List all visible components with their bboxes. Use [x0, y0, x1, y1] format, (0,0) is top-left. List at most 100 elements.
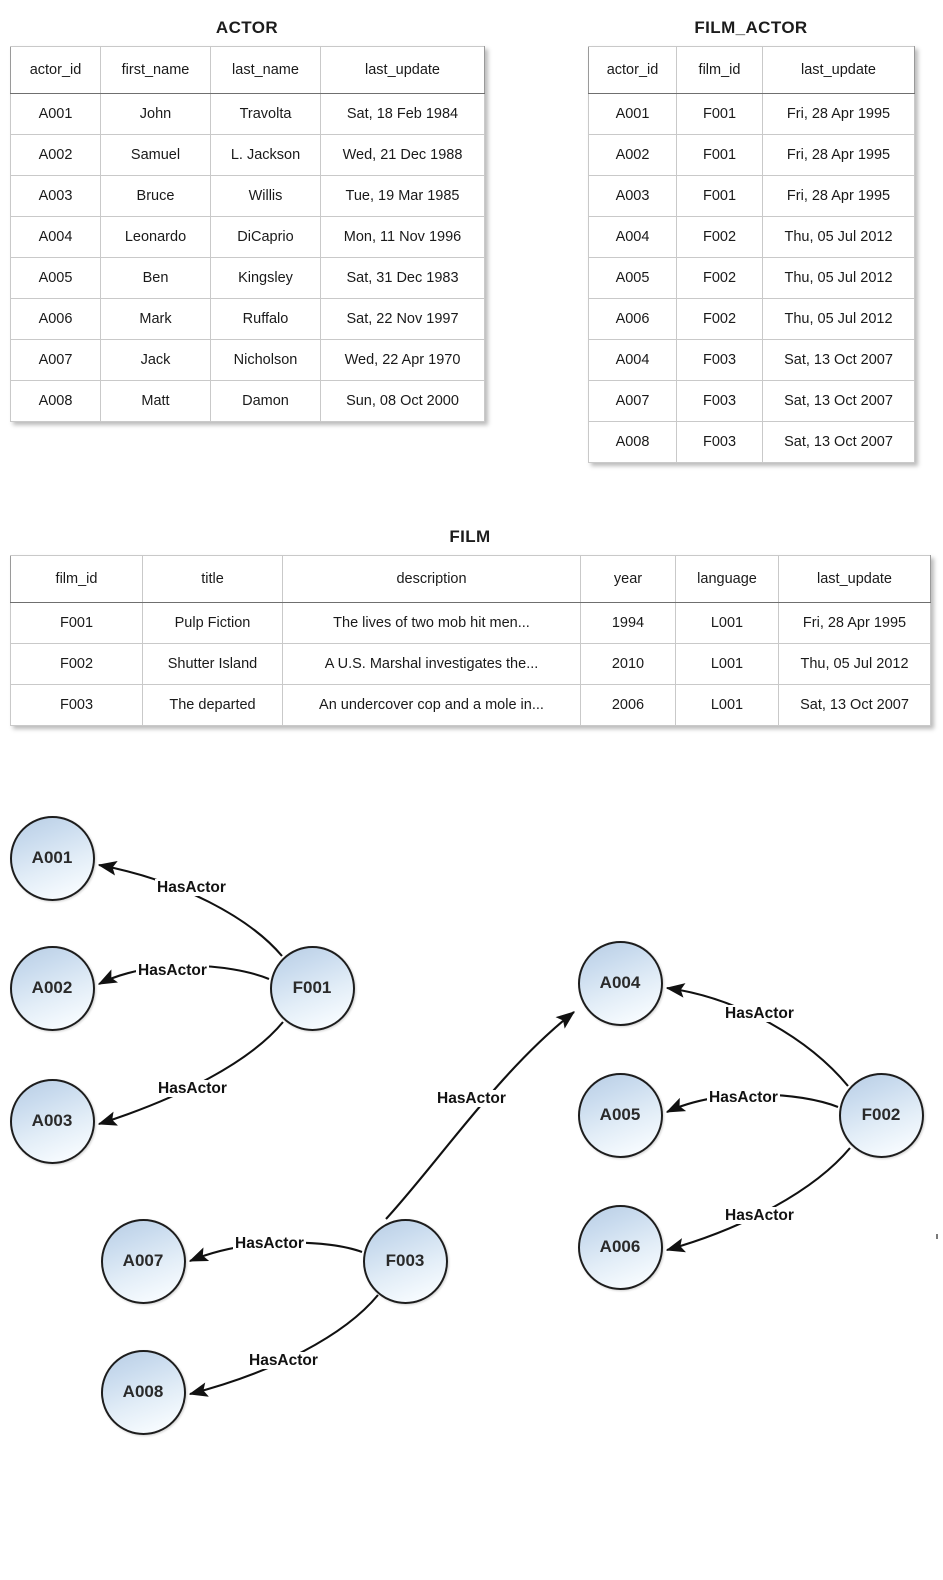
actor-table-title: ACTOR	[215, 18, 279, 37]
cell-actor-id: A002	[588, 134, 677, 176]
table-row: A003 F001 Fri, 28 Apr 1995	[588, 175, 915, 217]
graph-node-f003[interactable]: F003	[362, 1218, 448, 1304]
edge-label-f002-a004: HasActor	[723, 1005, 796, 1022]
column-header-actor-id: actor_id	[10, 46, 101, 94]
cell-last-update: Thu, 05 Jul 2012	[762, 216, 915, 258]
cell-actor-id: A002	[10, 134, 101, 176]
graph-node-f001[interactable]: F001	[269, 945, 355, 1031]
cell-last-name: Nicholson	[210, 339, 321, 381]
cell-description: A U.S. Marshal investigates the...	[282, 643, 581, 685]
edge-f003-a008	[188, 1294, 379, 1397]
cell-actor-id: A001	[588, 93, 677, 135]
table-row: A002 Samuel L. Jackson Wed, 21 Dec 1988	[10, 134, 485, 176]
cell-first-name: John	[100, 93, 211, 135]
column-header-actor-id: actor_id	[588, 46, 677, 94]
graph-node-a007[interactable]: A007	[100, 1218, 186, 1304]
graph-node-label: A003	[31, 1111, 73, 1130]
cell-actor-id: A008	[10, 380, 101, 422]
cell-last-update: Sat, 13 Oct 2007	[762, 380, 915, 422]
cell-last-update: Sat, 13 Oct 2007	[778, 684, 931, 726]
cell-actor-id: A008	[588, 421, 677, 463]
edge-f001-a003	[97, 1021, 284, 1126]
edge-label-text: HasActor	[725, 1207, 794, 1224]
graph-node-label: A004	[599, 973, 641, 992]
table-row: A004 F002 Thu, 05 Jul 2012	[588, 216, 915, 258]
cell-actor-id: A003	[588, 175, 677, 217]
table-row: A001 F001 Fri, 28 Apr 1995	[588, 93, 915, 135]
cell-last-update: Mon, 11 Nov 1996	[320, 216, 485, 258]
cell-actor-id: A007	[588, 380, 677, 422]
cell-year: 1994	[580, 602, 676, 644]
cell-first-name: Ben	[100, 257, 211, 299]
cell-last-update: Tue, 19 Mar 1985	[320, 175, 485, 217]
table-row: A007 Jack Nicholson Wed, 22 Apr 1970	[10, 339, 485, 381]
cell-last-update: Sun, 08 Oct 2000	[320, 380, 485, 422]
table-row: A005 Ben Kingsley Sat, 31 Dec 1983	[10, 257, 485, 299]
film-actor-table: actor_id film_id last_update A001 F001 F…	[588, 46, 915, 463]
edge-label-f001-a003: HasActor	[156, 1080, 229, 1097]
graph-node-label: A002	[31, 978, 73, 997]
graph-node-f002[interactable]: F002	[838, 1072, 924, 1158]
cell-film-id: F001	[676, 175, 763, 217]
graph-node-label: A005	[599, 1105, 641, 1124]
edge-f002-a006	[665, 1147, 851, 1253]
column-header-film-id: film_id	[676, 46, 763, 94]
edge-label-f001-a002: HasActor	[136, 962, 209, 979]
graph-node-a002[interactable]: A002	[9, 945, 95, 1031]
cell-last-name: Ruffalo	[210, 298, 321, 340]
cell-title: Pulp Fiction	[142, 602, 283, 644]
film-actor-table-title: FILM_ACTOR	[694, 18, 808, 37]
edge-label-f001-a001: HasActor	[155, 879, 228, 896]
cell-language: L001	[675, 602, 779, 644]
column-header-first-name: first_name	[100, 46, 211, 94]
edge-label-f002-a005: HasActor	[707, 1089, 780, 1106]
cell-actor-id: A004	[588, 339, 677, 381]
graph-node-a004[interactable]: A004	[577, 940, 663, 1026]
graph-node-label: F003	[385, 1251, 425, 1270]
cell-first-name: Jack	[100, 339, 211, 381]
cell-film-id: F002	[676, 257, 763, 299]
table-row: F002 Shutter Island A U.S. Marshal inves…	[10, 643, 931, 685]
cell-year: 2006	[580, 684, 676, 726]
cell-film-id: F002	[676, 298, 763, 340]
graph-node-label: A006	[599, 1237, 641, 1256]
cell-first-name: Samuel	[100, 134, 211, 176]
cell-last-name: DiCaprio	[210, 216, 321, 258]
graph-node-a008[interactable]: A008	[100, 1349, 186, 1435]
column-header-description: description	[282, 555, 581, 603]
cell-film-id: F002	[676, 216, 763, 258]
actor-table-header-row: actor_id first_name last_name last_updat…	[10, 46, 485, 94]
table-row: A006 Mark Ruffalo Sat, 22 Nov 1997	[10, 298, 485, 340]
cell-last-update: Wed, 22 Apr 1970	[320, 339, 485, 381]
edge-label-f003-a008: HasActor	[247, 1352, 320, 1369]
graph-node-a005[interactable]: A005	[577, 1072, 663, 1158]
film-table: film_id title description year language …	[10, 555, 931, 726]
cell-film-id: F001	[10, 602, 143, 644]
column-header-last-update: last_update	[778, 555, 931, 603]
edge-label-text: HasActor	[709, 1089, 778, 1106]
edge-label-text: HasActor	[249, 1352, 318, 1369]
table-row: A003 Bruce Willis Tue, 19 Mar 1985	[10, 175, 485, 217]
graph-node-a003[interactable]: A003	[9, 1078, 95, 1164]
table-row: A002 F001 Fri, 28 Apr 1995	[588, 134, 915, 176]
cell-last-update: Sat, 31 Dec 1983	[320, 257, 485, 299]
actor-table: actor_id first_name last_name last_updat…	[10, 46, 485, 422]
graph-node-label: A008	[122, 1382, 164, 1401]
cell-last-name: Damon	[210, 380, 321, 422]
edge-label-f003-a004: HasActor	[435, 1090, 508, 1107]
cell-last-update: Thu, 05 Jul 2012	[762, 298, 915, 340]
cell-actor-id: A001	[10, 93, 101, 135]
graph-node-label: F002	[861, 1105, 901, 1124]
cell-last-update: Thu, 05 Jul 2012	[778, 643, 931, 685]
cell-actor-id: A006	[588, 298, 677, 340]
cell-last-update: Sat, 18 Feb 1984	[320, 93, 485, 135]
graph-node-a001[interactable]: A001	[9, 815, 95, 901]
cell-description: The lives of two mob hit men...	[282, 602, 581, 644]
graph-node-a006[interactable]: A006	[577, 1204, 663, 1290]
cell-year: 2010	[580, 643, 676, 685]
graph-node-label: A001	[31, 848, 73, 867]
cell-actor-id: A007	[10, 339, 101, 381]
cell-first-name: Mark	[100, 298, 211, 340]
cell-first-name: Bruce	[100, 175, 211, 217]
column-header-last-update: last_update	[762, 46, 915, 94]
